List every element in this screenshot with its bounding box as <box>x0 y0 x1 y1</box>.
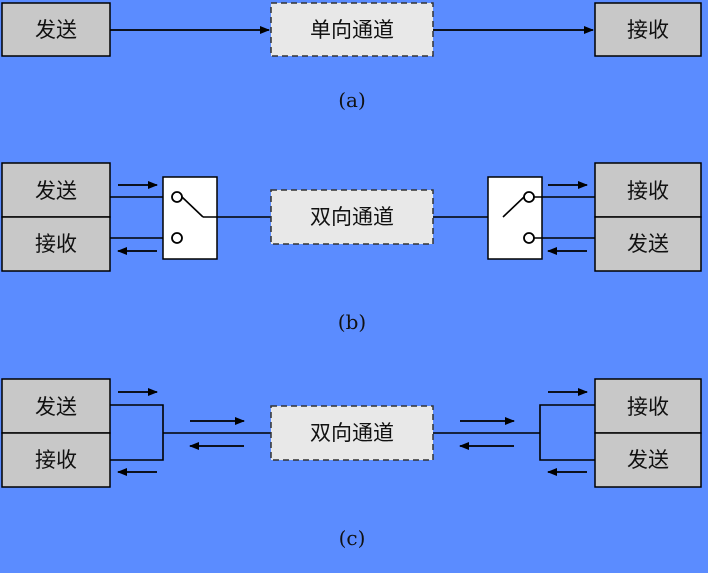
b-left-switch-contact-bottom <box>171 232 183 244</box>
b-left-receive-box <box>1 216 111 272</box>
c-left-send-label: 发送 <box>35 395 77 419</box>
c-right-send-box <box>594 432 702 488</box>
b-right-send-label: 发送 <box>627 232 669 256</box>
b-channel-label: 双向通道 <box>310 205 394 229</box>
caption-a: (a) <box>338 88 366 112</box>
b-right-switch-contact-bottom <box>523 232 535 244</box>
panel-c: 发送 接收 双向通道 接收 发送 (c) <box>1 378 702 550</box>
caption-b: (b) <box>338 310 366 334</box>
c-left-receive-label: 接收 <box>35 448 77 472</box>
b-right-switch-blade <box>502 196 525 218</box>
a-send-box <box>1 2 111 57</box>
a-channel-box <box>270 2 434 57</box>
b-channel-box <box>270 189 434 245</box>
b-right-switch-contact-top <box>523 191 535 203</box>
b-left-switch-blade <box>181 196 204 218</box>
c-right-receive-label: 接收 <box>627 395 669 419</box>
b-left-switch-contact-top <box>171 191 183 203</box>
b-left-send-label: 发送 <box>35 179 77 203</box>
c-channel-box <box>270 405 434 461</box>
c-right-loop <box>539 404 595 461</box>
c-right-send-label: 发送 <box>627 448 669 472</box>
c-left-receive-box <box>1 432 111 488</box>
b-right-send-box <box>594 216 702 272</box>
b-right-switch <box>487 176 543 260</box>
b-left-send-box <box>1 162 111 218</box>
b-left-switch <box>162 176 218 260</box>
panel-a: 发送 单向通道 接收 (a) <box>1 2 702 112</box>
b-right-receive-label: 接收 <box>627 179 669 203</box>
a-receive-label: 接收 <box>627 18 669 42</box>
b-right-receive-box <box>594 162 702 218</box>
a-channel-label: 单向通道 <box>310 18 394 42</box>
c-left-loop <box>110 404 164 461</box>
c-right-receive-box <box>594 378 702 434</box>
c-left-send-box <box>1 378 111 434</box>
b-left-receive-label: 接收 <box>35 232 77 256</box>
c-channel-label: 双向通道 <box>310 421 394 445</box>
panel-b: 发送 接收 双向通道 接收 发送 (b) <box>1 162 702 334</box>
a-receive-box <box>594 2 702 57</box>
a-send-label: 发送 <box>35 18 77 42</box>
caption-c: (c) <box>339 526 366 550</box>
